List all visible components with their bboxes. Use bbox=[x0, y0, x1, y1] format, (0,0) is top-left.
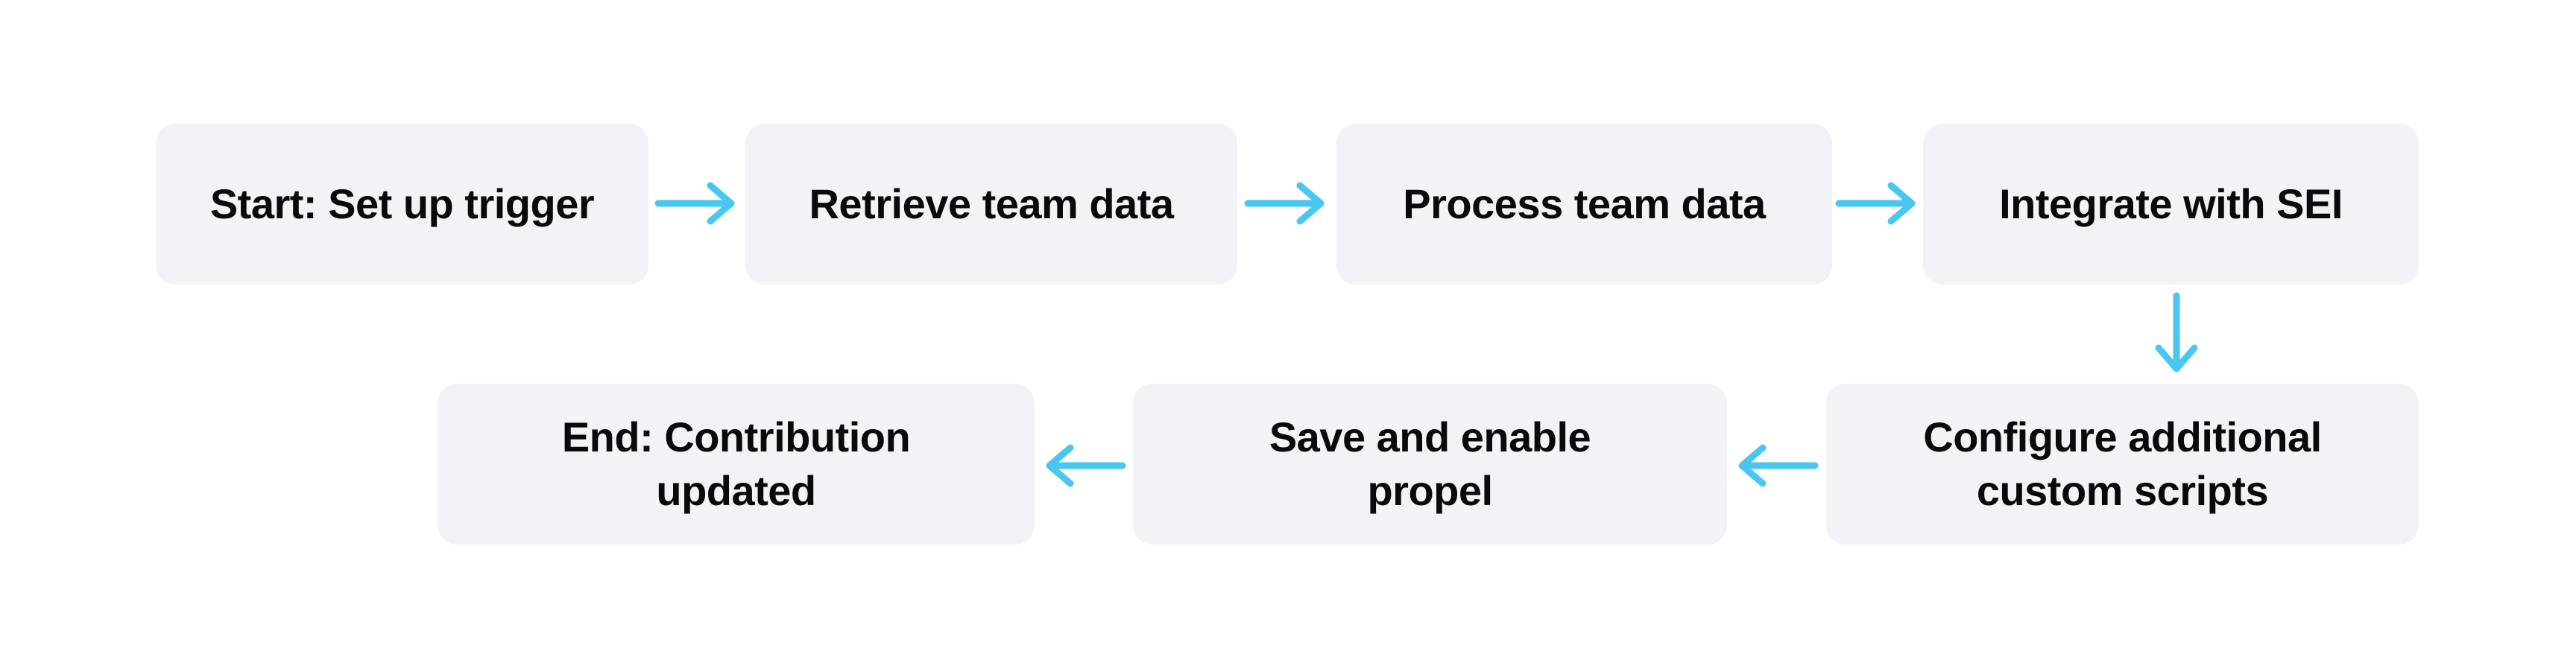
flow-arrow-left-icon bbox=[1738, 444, 1819, 487]
flow-arrow-right-icon bbox=[1835, 182, 1916, 225]
flow-node-retrieve-team-data: Retrieve team data bbox=[745, 124, 1237, 285]
flow-arrow-right-icon bbox=[1244, 182, 1325, 225]
flow-arrow-down-icon bbox=[2155, 292, 2198, 372]
flow-node-process-team-data: Process team data bbox=[1336, 124, 1832, 285]
flow-node-save-and-enable-propel: Save and enable propel bbox=[1133, 384, 1727, 545]
flow-node-end-contribution-updated: End: Contribution updated bbox=[438, 384, 1035, 545]
flow-node-configure-custom-scripts: Configure additional custom scripts bbox=[1826, 384, 2419, 545]
flow-node-integrate-with-sei: Integrate with SEI bbox=[1923, 124, 2419, 285]
flow-node-start: Start: Set up trigger bbox=[156, 124, 648, 285]
flow-arrow-left-icon bbox=[1046, 444, 1126, 487]
flow-arrow-right-icon bbox=[654, 182, 735, 225]
